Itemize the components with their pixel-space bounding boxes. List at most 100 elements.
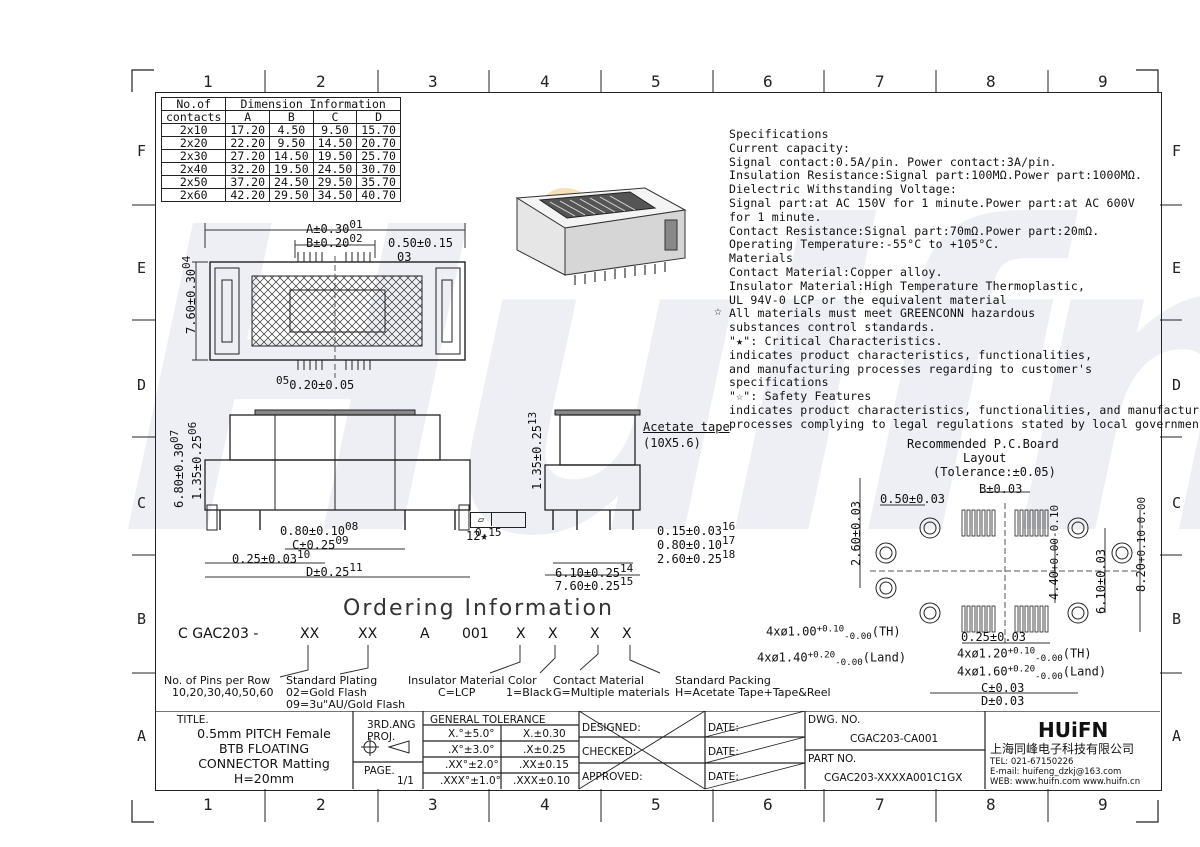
zone-number: 7 (875, 72, 885, 91)
table-header: A (225, 110, 271, 124)
spec-line: Operating Temperature:-55°C to +105°C. (729, 237, 1000, 252)
spec-line: Insulation Resistance:Signal part:100MΩ.… (729, 168, 1143, 183)
spec-line: indicates product characteristics, funct… (729, 402, 1200, 417)
flatness-icon: ▱ (471, 513, 492, 526)
tolerance-angle: .XX°±2.0° (445, 759, 499, 771)
order-code-part: C GAC203 - (178, 626, 259, 642)
zone-number: 5 (651, 72, 661, 91)
zone-number: 8 (986, 795, 996, 814)
date-label: DATE: (708, 746, 739, 758)
table-header: D (356, 110, 401, 124)
spec-line: UL 94V-0 LCP or the equivalent material (729, 292, 1007, 307)
spec-line: Contact Material:Copper alloy. (729, 264, 943, 279)
table-cell: 2x10 (160, 123, 227, 137)
zone-number: 1 (203, 72, 213, 91)
date-label: DATE: (708, 771, 739, 783)
side-view-drawing (204, 409, 471, 578)
checked-label: CHECKED: (582, 746, 637, 758)
connector-3d-view (515, 187, 687, 285)
table-header: C (312, 110, 358, 124)
dim-14-label: 6.10±0.2514 (555, 562, 634, 580)
spec-line: Specifications (729, 127, 829, 141)
table-cell: 14.50 (312, 136, 358, 150)
company-name: 上海同峰电子科技有限公司 (990, 742, 1135, 756)
title-block-grid (155, 711, 1160, 790)
pcb-dim-pitch: 0.50±0.03 (880, 492, 946, 506)
zone-number: 9 (1098, 795, 1108, 814)
legend-black: 1=Black (506, 686, 552, 699)
pcb-tolerance: (Tolerance:±0.05) (933, 465, 1056, 479)
table-cell: 24.50 (312, 162, 358, 176)
pcb-dim-440: 4.40+0.00-0.10 (1047, 504, 1061, 600)
angle-label: 3RD.ANG (367, 719, 416, 731)
acetate-tape-label: Acetate tape (643, 420, 730, 434)
pcb-layout-drawing (859, 478, 1141, 694)
zone-letter: B (1172, 610, 1182, 628)
dim-d-label: D±0.2511 (306, 561, 363, 579)
zone-number: 2 (316, 72, 326, 91)
spec-line: Materials (729, 251, 794, 266)
zone-number: 4 (540, 72, 550, 91)
spec-line: for 1 minute. (729, 209, 822, 224)
table-header: contacts (160, 110, 227, 124)
table-cell: 22.20 (225, 136, 271, 150)
pcb-title-layout: Layout (963, 451, 1007, 465)
dim-17-label: 0.80±0.1017 (657, 534, 736, 552)
zone-number: 1 (203, 795, 213, 814)
zone-number: 8 (986, 72, 996, 91)
spec-line: Signal part:at AC 150V for 1 minute.Powe… (729, 195, 1136, 210)
spec-line: specifications (729, 375, 829, 390)
company-web: WEB: www.huifn.com www.huifn.cn (990, 777, 1141, 787)
zone-number: 9 (1098, 72, 1108, 91)
table-cell: 15.70 (356, 123, 401, 137)
flatness-ref: 12★ (466, 529, 488, 543)
spec-line: Contact Resistance:Signal part:70mΩ.Powe… (729, 223, 1100, 238)
proj-label: PROJ. (367, 731, 396, 743)
dim-height-label: 7.60±0.3004 (180, 255, 198, 334)
order-code-part: X (548, 626, 558, 642)
table-cell: 19.50 (269, 162, 314, 176)
pcb-hole-th1: 4xø1.00+0.10-0.00(TH) (766, 623, 901, 642)
zone-number: 6 (763, 72, 773, 91)
table-cell: 24.50 (269, 175, 314, 189)
table-cell: 42.20 (225, 188, 271, 202)
tolerance-linear: .X±0.25 (523, 744, 566, 756)
zone-number: 7 (875, 795, 885, 814)
spec-line: Current capacity: (729, 140, 851, 155)
dim-h1-label: 1.35±0.2506 (186, 421, 204, 500)
zone-letter: F (137, 142, 147, 160)
table-cell: 2x20 (160, 136, 227, 150)
zone-letter: A (1172, 727, 1182, 745)
dim-16-label: 0.15±0.0316 (657, 520, 736, 538)
pcb-dim-025: 0.25±0.03 (961, 630, 1027, 644)
dim-pitch-ref: 03 (397, 250, 412, 264)
zone-letter: C (137, 494, 147, 512)
part-no-label: PART NO. (808, 753, 857, 765)
order-code-part: 001 (462, 626, 489, 642)
zone-number: 3 (428, 795, 438, 814)
order-code-part: XX (300, 626, 320, 642)
zone-number: 2 (316, 795, 326, 814)
order-code-part: X (622, 626, 632, 642)
dim-15-label: 7.60±0.2515 (555, 575, 634, 593)
safety-star-icon: ☆ (714, 304, 722, 319)
pcb-dim-d: D±0.03 (981, 694, 1025, 708)
acetate-tape-size: (10X5.6) (643, 436, 701, 450)
drawing-title: 0.5mm PITCH Female BTB FLOATING CONNECTO… (197, 726, 331, 786)
pcb-dim-260: 2.60±0.03 (849, 500, 863, 566)
tolerance-angle: .X°±3.0° (448, 744, 495, 756)
spec-line: "★": Critical Characteristics. (729, 333, 943, 348)
table-cell: 34.50 (312, 188, 358, 202)
dim-c-label: C±0.2509 (292, 534, 349, 552)
tolerance-linear: .XXX±0.10 (513, 775, 571, 787)
date-label: DATE: (708, 722, 739, 734)
table-cell: 4.50 (269, 123, 314, 137)
dim-10-label: 0.25±0.0310 (232, 548, 311, 566)
pcb-hole-th2: 4xø1.20+0.10-0.00(TH) (957, 645, 1092, 664)
title-label: TITLE. (177, 714, 209, 726)
